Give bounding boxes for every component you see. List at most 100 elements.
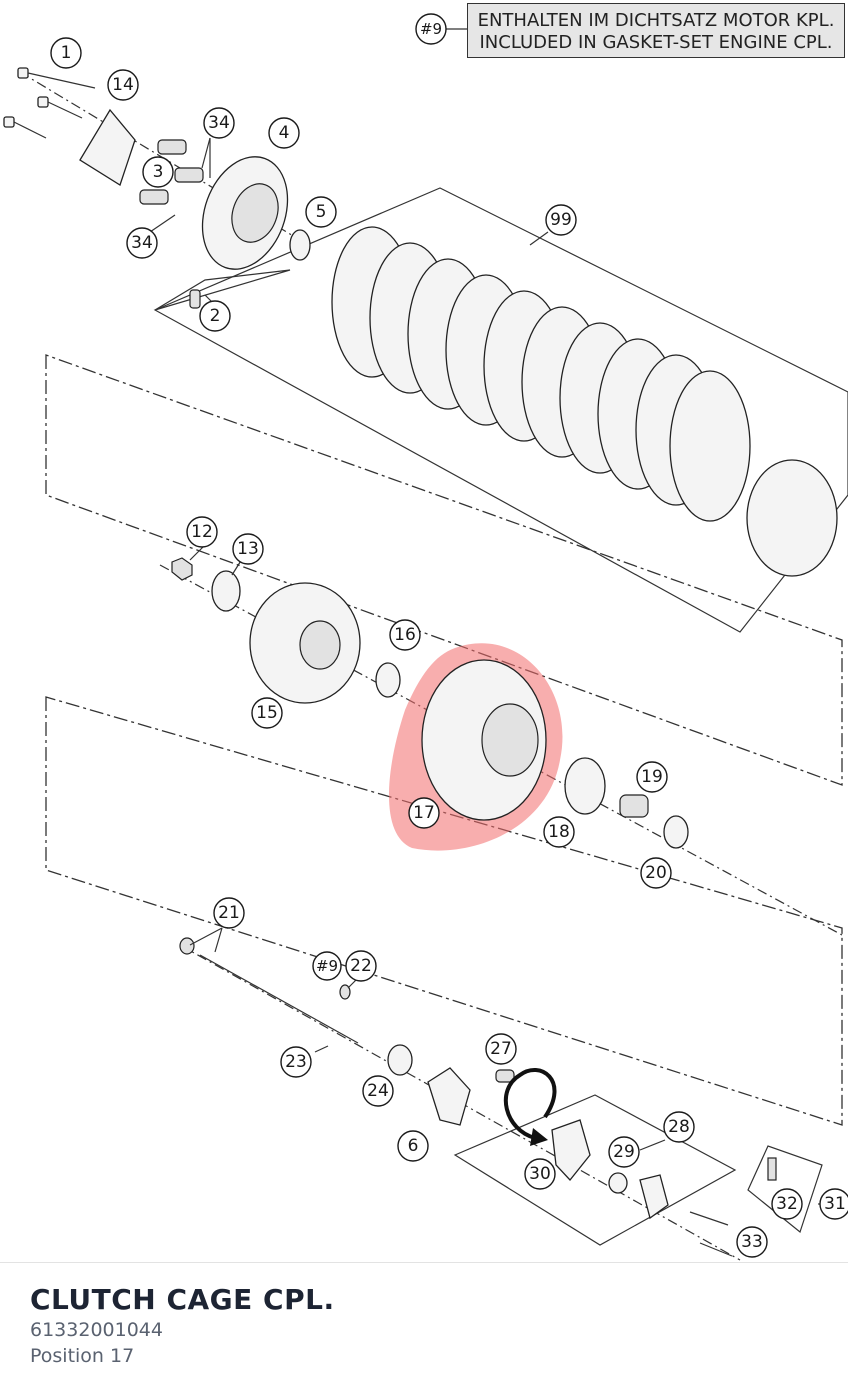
callout-99[interactable]: 99 xyxy=(545,204,577,236)
callout-gasket-ref[interactable]: #9 xyxy=(312,951,342,981)
piston-part-27 xyxy=(495,1069,515,1083)
part-info-panel: CLUTCH CAGE CPL. 61332001044 Position 17 xyxy=(0,1262,848,1391)
callout-13[interactable]: 13 xyxy=(232,533,264,565)
svg-text:20: 20 xyxy=(645,863,667,883)
callout-2[interactable]: 2 xyxy=(199,300,231,332)
washer-part-13 xyxy=(211,570,241,612)
svg-text:5: 5 xyxy=(316,202,327,222)
springs-part-3 xyxy=(139,139,204,205)
svg-text:28: 28 xyxy=(668,1117,690,1137)
bearing-part-24 xyxy=(387,1044,413,1076)
callout-5[interactable]: 5 xyxy=(305,196,337,228)
pin-part-23 xyxy=(314,1045,329,1053)
callout-6[interactable]: 6 xyxy=(397,1130,429,1162)
callout-4[interactable]: 4 xyxy=(268,117,300,149)
screw-part-33 xyxy=(689,1211,729,1226)
callout-28[interactable]: 28 xyxy=(663,1111,695,1143)
callout-31[interactable]: 31 xyxy=(819,1188,848,1220)
bolts-part-1 xyxy=(3,67,96,139)
callout-15[interactable]: 15 xyxy=(251,697,283,729)
callout-3[interactable]: 3 xyxy=(142,156,174,188)
callout-12[interactable]: 12 xyxy=(186,516,218,548)
callout-19[interactable]: 19 xyxy=(636,761,668,793)
exploded-parts-diagram: 1 14 34 4 3 5 34 2 99 12 13 16 15 17 19 … xyxy=(3,13,848,1261)
part-number: 61332001044 xyxy=(30,1319,163,1341)
callout-16[interactable]: 16 xyxy=(389,619,421,651)
bearing-part-16 xyxy=(375,662,401,698)
svg-text:2: 2 xyxy=(210,306,221,326)
callout-27[interactable]: 27 xyxy=(485,1033,517,1065)
needle-bearing-part-19 xyxy=(619,794,649,818)
gasket-set-note: ENTHALTEN IM DICHTSATZ MOTOR KPL. INCLUD… xyxy=(467,3,845,58)
group-frame-bottom xyxy=(45,696,843,1126)
svg-text:31: 31 xyxy=(824,1194,846,1214)
callout-30[interactable]: 30 xyxy=(524,1158,556,1190)
seal-part-22 xyxy=(339,984,351,1000)
svg-text:15: 15 xyxy=(256,703,278,723)
svg-text:1: 1 xyxy=(61,43,72,63)
rotation-arrow xyxy=(503,1068,557,1140)
callout-34-top[interactable]: 34 xyxy=(203,107,235,139)
svg-text:4: 4 xyxy=(279,123,290,143)
svg-text:23: 23 xyxy=(285,1052,307,1072)
gear-part-18 xyxy=(564,757,606,815)
nut-part-12 xyxy=(171,557,193,581)
push-rod-part-21 xyxy=(199,954,359,1044)
slave-cylinder-part-30 xyxy=(551,1119,591,1181)
svg-text:12: 12 xyxy=(191,522,213,542)
part-title: CLUTCH CAGE CPL. xyxy=(30,1283,335,1316)
clutch-disc-frame xyxy=(153,187,848,633)
slave-cylinder-frame xyxy=(453,1094,737,1246)
pressure-plate-frame xyxy=(154,269,291,311)
svg-text:#9: #9 xyxy=(420,20,442,38)
bleeder-part-32 xyxy=(767,1157,777,1181)
axis-line-top xyxy=(19,71,301,241)
svg-text:13: 13 xyxy=(237,539,259,559)
svg-text:32: 32 xyxy=(776,1194,798,1214)
svg-text:3: 3 xyxy=(153,162,164,182)
svg-text:33: 33 xyxy=(741,1232,763,1252)
svg-text:30: 30 xyxy=(529,1164,551,1184)
svg-text:17: 17 xyxy=(413,803,435,823)
note-line-english: INCLUDED IN GASKET-SET ENGINE CPL. xyxy=(479,32,833,53)
svg-text:99: 99 xyxy=(550,210,572,230)
callout-32[interactable]: 32 xyxy=(771,1188,803,1220)
callout-18[interactable]: 18 xyxy=(543,816,575,848)
callout-22[interactable]: 22 xyxy=(345,950,377,982)
svg-text:24: 24 xyxy=(367,1081,389,1101)
callout-14[interactable]: 14 xyxy=(107,69,139,101)
clutch-disc-stack-part-99 xyxy=(331,226,751,522)
svg-text:21: 21 xyxy=(218,903,240,923)
group-frame-top xyxy=(45,354,843,786)
cover-plate-part-14 xyxy=(79,108,136,186)
svg-text:27: 27 xyxy=(490,1039,512,1059)
svg-text:29: 29 xyxy=(613,1142,635,1162)
washer-part-20 xyxy=(663,815,689,849)
bearing-part-5 xyxy=(289,229,311,261)
callout-note-ref: #9 xyxy=(415,13,447,45)
callout-34-bottom[interactable]: 34 xyxy=(126,227,158,259)
part-position: Position 17 xyxy=(30,1345,135,1367)
housing-part-28 xyxy=(639,1174,669,1220)
callout-20[interactable]: 20 xyxy=(640,857,672,889)
pin-part-2 xyxy=(189,289,201,309)
svg-text:34: 34 xyxy=(208,113,230,133)
svg-text:34: 34 xyxy=(131,233,153,253)
svg-text:6: 6 xyxy=(408,1136,419,1156)
callout-1[interactable]: 1 xyxy=(50,37,82,69)
wire-ring xyxy=(746,459,838,577)
svg-text:#9: #9 xyxy=(316,957,338,975)
rotation-arrowhead xyxy=(530,1128,548,1146)
callout-21[interactable]: 21 xyxy=(213,897,245,929)
svg-text:16: 16 xyxy=(394,625,416,645)
callout-17[interactable]: 17 xyxy=(408,797,440,829)
svg-text:19: 19 xyxy=(641,767,663,787)
callout-24[interactable]: 24 xyxy=(362,1075,394,1107)
callout-23[interactable]: 23 xyxy=(280,1046,312,1078)
callout-29[interactable]: 29 xyxy=(608,1136,640,1168)
svg-text:14: 14 xyxy=(112,75,134,95)
cover-part-6 xyxy=(427,1067,471,1126)
note-line-german: ENTHALTEN IM DICHTSATZ MOTOR KPL. xyxy=(477,10,835,31)
svg-text:18: 18 xyxy=(548,822,570,842)
callout-33[interactable]: 33 xyxy=(736,1226,768,1258)
